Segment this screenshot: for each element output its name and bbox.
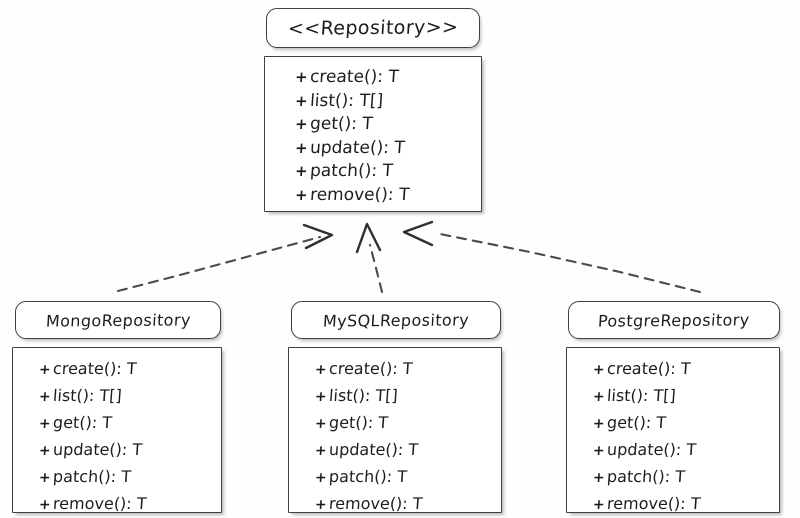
member-visibility: +: [294, 185, 309, 204]
member-item: + update(): T: [314, 437, 502, 464]
member-visibility: +: [294, 68, 309, 86]
member-signature: patch(): T: [52, 467, 132, 486]
member-signature: get(): T: [309, 114, 374, 134]
class-title-box-postgrerepository[interactable]: PostgreRepository: [568, 301, 780, 339]
member-signature: remove(): T: [328, 494, 424, 513]
member-signature: update(): T: [309, 137, 406, 158]
member-item: + list(): T[]: [38, 383, 222, 410]
realization-mongo-to-repository: [116, 223, 334, 293]
realization-postgre-to-repository: [402, 220, 702, 294]
member-signature: list(): T[]: [52, 386, 123, 405]
member-item: + update(): T: [294, 137, 482, 161]
member-list-mysqlrepository: + create(): T + list(): T[] + get(): T +…: [289, 348, 501, 518]
class-title-repository: <<Repository>>: [287, 16, 459, 40]
member-visibility: +: [294, 115, 309, 133]
class-title-box-mongorepository[interactable]: MongoRepository: [15, 301, 221, 339]
member-item: + get(): T: [314, 410, 502, 437]
member-visibility: +: [294, 91, 309, 110]
member-signature: list(): T[]: [309, 90, 384, 111]
uml-class-mysqlrepository[interactable]: MySQLRepository + create(): T + list(): …: [288, 301, 502, 513]
member-signature: get(): T: [328, 413, 389, 432]
member-item: + update(): T: [38, 437, 222, 464]
member-item: + get(): T: [38, 410, 222, 437]
member-signature: update(): T: [328, 440, 419, 459]
member-item: + get(): T: [294, 113, 482, 137]
member-visibility: +: [294, 138, 309, 157]
member-visibility: +: [294, 162, 309, 180]
member-item: + remove(): T: [294, 184, 482, 208]
member-signature: update(): T: [52, 440, 143, 459]
member-signature: patch(): T: [606, 467, 686, 486]
class-title-mongorepository: MongoRepository: [44, 309, 191, 331]
member-item: + list(): T[]: [592, 383, 780, 410]
member-item: + patch(): T: [38, 464, 222, 491]
member-item: + patch(): T: [294, 160, 482, 184]
member-signature: patch(): T: [309, 161, 394, 181]
class-title-box-repository[interactable]: <<Repository>>: [266, 8, 480, 48]
member-signature: get(): T: [52, 413, 113, 432]
member-item: + remove(): T: [38, 491, 222, 518]
member-item: + create(): T: [592, 356, 780, 383]
member-item: + remove(): T: [314, 491, 502, 518]
uml-class-mongorepository[interactable]: MongoRepository + create(): T + list(): …: [12, 301, 222, 513]
member-item: + list(): T[]: [314, 383, 502, 410]
member-signature: remove(): T: [606, 494, 702, 513]
member-signature: update(): T: [606, 440, 697, 459]
member-item: + create(): T: [314, 356, 502, 383]
member-list-repository: + create(): T + list(): T[] + get(): T +…: [265, 57, 481, 207]
member-signature: remove(): T: [309, 184, 411, 205]
member-signature: create(): T: [52, 359, 138, 378]
class-title-box-mysqlrepository[interactable]: MySQLRepository: [291, 301, 501, 339]
member-item: + patch(): T: [314, 464, 502, 491]
member-item: + patch(): T: [592, 464, 780, 491]
class-members-box-repository: + create(): T + list(): T[] + get(): T +…: [264, 56, 482, 212]
member-signature: create(): T: [606, 359, 692, 378]
member-signature: patch(): T: [328, 467, 408, 486]
uml-class-repository[interactable]: <<Repository>> + create(): T + list(): T…: [264, 8, 482, 212]
member-signature: get(): T: [606, 413, 667, 432]
member-item: + create(): T: [294, 66, 482, 90]
member-signature: list(): T[]: [606, 386, 677, 405]
class-title-postgrerepository: PostgreRepository: [597, 309, 751, 331]
member-list-mongorepository: + create(): T + list(): T[] + get(): T +…: [13, 348, 221, 518]
member-signature: remove(): T: [52, 494, 148, 513]
realization-mysql-to-repository: [355, 222, 384, 294]
member-signature: list(): T[]: [328, 386, 399, 405]
member-list-postgrerepository: + create(): T + list(): T[] + get(): T +…: [567, 348, 779, 518]
member-item: + list(): T[]: [294, 90, 482, 114]
class-members-box-mysqlrepository: + create(): T + list(): T[] + get(): T +…: [288, 347, 502, 513]
class-title-mysqlrepository: MySQLRepository: [322, 309, 470, 331]
member-item: + update(): T: [592, 437, 780, 464]
uml-class-postgrerepository[interactable]: PostgreRepository + create(): T + list()…: [566, 301, 780, 513]
member-item: + remove(): T: [592, 491, 780, 518]
class-members-box-postgrerepository: + create(): T + list(): T[] + get(): T +…: [566, 347, 780, 513]
member-item: + get(): T: [592, 410, 780, 437]
member-signature: create(): T: [309, 67, 400, 87]
member-item: + create(): T: [38, 356, 222, 383]
member-signature: create(): T: [328, 359, 414, 378]
class-members-box-mongorepository: + create(): T + list(): T[] + get(): T +…: [12, 347, 222, 513]
